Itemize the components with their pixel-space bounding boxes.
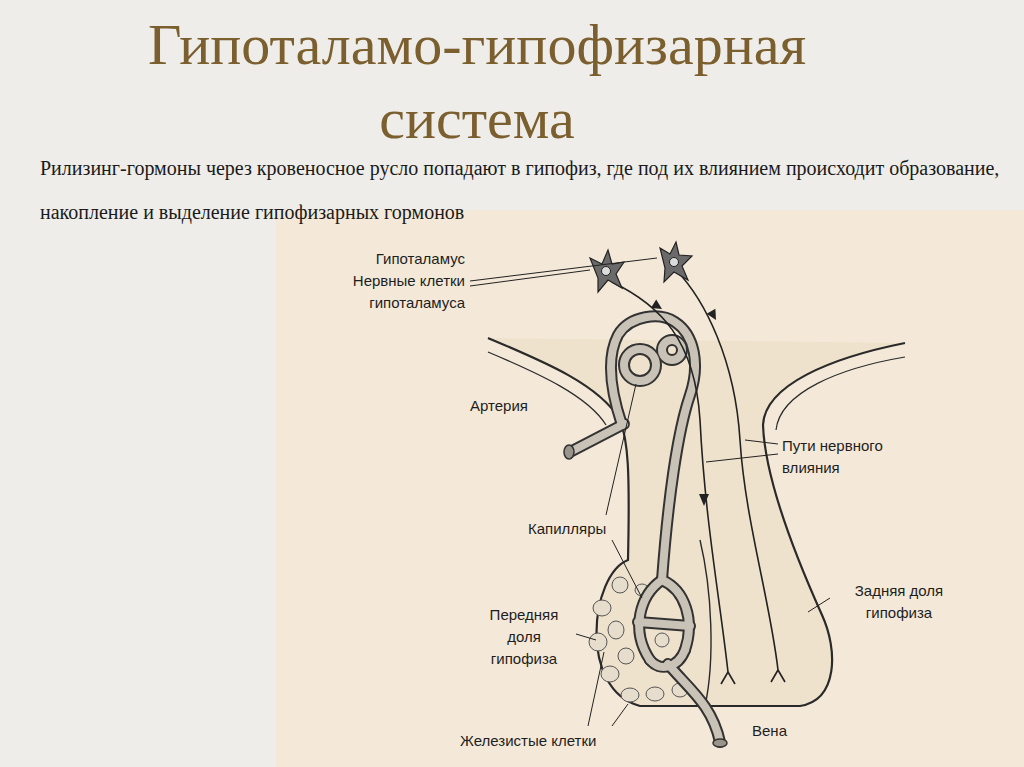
part-label: Передняя доля гипофиза	[476, 604, 572, 670]
nerve-arrowhead	[651, 300, 716, 507]
vein-end	[713, 739, 727, 747]
part-label: Задняя доля гипофиза	[834, 580, 964, 624]
part-label: Пути нервного влияния	[782, 435, 917, 479]
brain-floor-line	[488, 352, 606, 425]
description-text: Рилизинг-гормоны через кровеносное русло…	[40, 146, 1008, 234]
part-label: Вена	[752, 720, 787, 742]
image-panel	[276, 210, 1024, 767]
nerve-path	[612, 270, 785, 684]
glandular-cells	[589, 577, 688, 702]
leader-line	[470, 258, 830, 726]
slide-title: Гипоталамо-гипофизарная система	[77, 8, 877, 156]
artery-end	[564, 445, 574, 459]
part-label: Артерия	[470, 395, 528, 417]
brain-floor-line	[776, 357, 905, 430]
part-label: Нервные клетки гипоталамуса	[300, 270, 465, 314]
part-label: Железистые клетки	[460, 730, 596, 752]
lobe-division	[700, 540, 711, 706]
neuron-cell	[590, 242, 692, 292]
part-label: Капилляры	[528, 518, 606, 540]
part-label: Гипоталамус	[300, 248, 465, 270]
